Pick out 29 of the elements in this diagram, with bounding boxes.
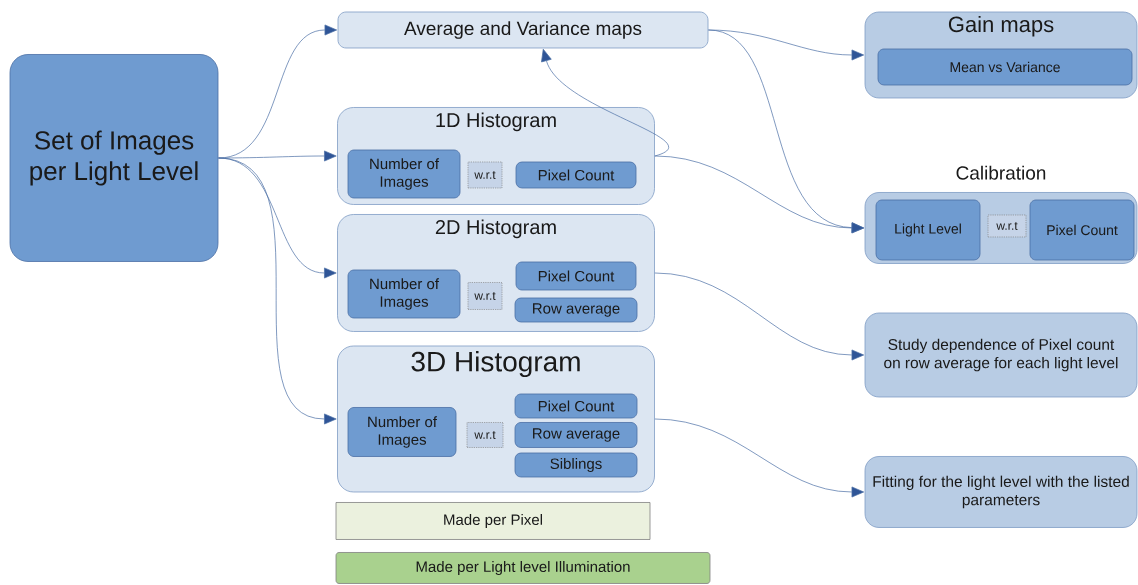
result-box: Fitting for the light level with the listed parameters [864, 456, 1138, 528]
parameter-box: Pixel Count [1029, 199, 1135, 261]
relation-tag: w.r.t [987, 214, 1027, 238]
parameter-box: Light Level [875, 199, 981, 261]
parameter-box: Number of Images [347, 407, 457, 457]
parameter-box: Row average [514, 297, 638, 323]
arrow [654, 272, 865, 361]
relation-tag: w.r.t [466, 422, 504, 448]
result-box: Study dependence of Pixel count on row average for each light level [864, 312, 1138, 398]
relation-tag: w.r.t [467, 282, 503, 310]
parameter-box: Number of Images [347, 149, 461, 199]
parameter-box: Pixel Count [515, 261, 637, 291]
input-box: Set of Images per Light Level [9, 54, 219, 262]
arrow [708, 29, 865, 234]
node-label: Calibration [956, 165, 1046, 180]
output-box: Average and Variance maps [337, 11, 709, 49]
parameter-box: Row average [514, 422, 638, 448]
arrow [541, 48, 670, 157]
parameter-box: Pixel Count [514, 393, 638, 419]
arrow [654, 418, 865, 498]
parameter-box: Mean vs Variance [877, 48, 1133, 86]
note-box: Made per Light level Illumination [335, 552, 711, 584]
parameter-box: Number of Images [347, 269, 461, 319]
parameter-box: Pixel Count [515, 161, 637, 189]
parameter-box: Siblings [514, 452, 638, 478]
relation-tag: w.r.t [467, 161, 503, 189]
arrow [708, 29, 865, 61]
arrow [218, 157, 337, 425]
note-box: Made per Pixel [335, 502, 651, 540]
